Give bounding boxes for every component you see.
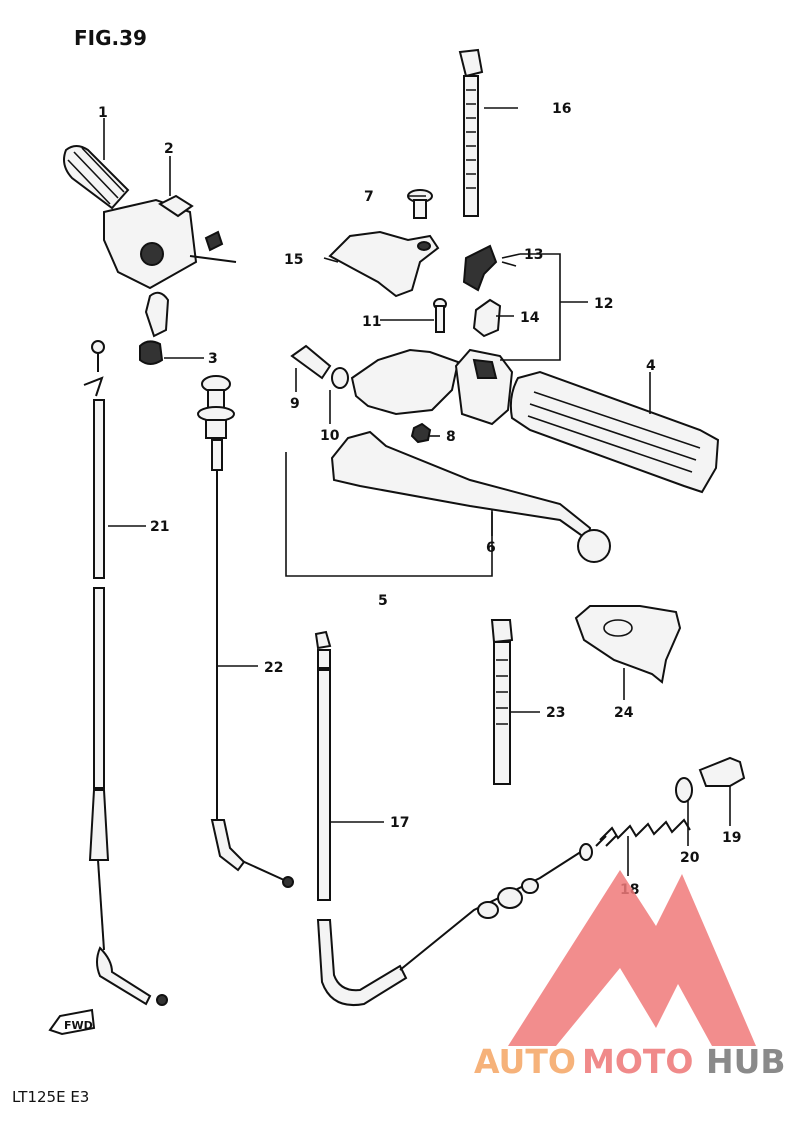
part-6-brake-lever — [330, 430, 611, 563]
part-16-tie-strap — [458, 48, 484, 217]
part-10-nut — [331, 367, 349, 389]
part-22-choke-cable — [197, 375, 294, 888]
part-9-adjuster — [290, 344, 332, 380]
part-20-washer — [675, 777, 693, 803]
callout-8: 8 — [446, 429, 456, 445]
callout-17: 17 — [390, 815, 409, 831]
part-23-tie-strap — [490, 619, 514, 785]
callout-13: 13 — [524, 247, 543, 263]
callout-21: 21 — [150, 519, 169, 535]
part-18-spring — [579, 818, 691, 861]
part-17-cable — [314, 630, 591, 1006]
callout-24: 24 — [614, 705, 634, 721]
watermark-moto: MOTO — [582, 1042, 693, 1081]
part-4-right-grip — [509, 370, 720, 494]
callout-14: 14 — [520, 310, 540, 326]
left-grip-throttle-housing — [63, 145, 237, 290]
callout-12: 12 — [594, 296, 613, 312]
callout-16: 16 — [552, 101, 571, 117]
figure-title: FIG.39 — [74, 26, 147, 50]
callout-5: 5 — [378, 593, 388, 609]
part-14-switch — [472, 298, 502, 338]
leader-lines — [103, 107, 731, 876]
callout-7: 7 — [364, 189, 374, 205]
part-24-cover — [574, 605, 682, 684]
watermark-hub: HUB — [706, 1042, 786, 1081]
part-15-bracket — [328, 230, 440, 298]
callout-1: 1 — [98, 105, 108, 121]
callout-20: 20 — [680, 850, 700, 866]
callout-23: 23 — [546, 705, 565, 721]
callout-6: 6 — [486, 540, 496, 556]
part-7-screw — [407, 189, 433, 219]
part-21-cable — [83, 340, 168, 1006]
callout-2: 2 — [164, 141, 174, 157]
part-8-nut — [410, 422, 432, 444]
part-19-bolt — [698, 756, 746, 787]
part-11-pivot-bolt — [433, 298, 447, 333]
lever-holder — [350, 348, 460, 416]
part-12-switch-housing — [454, 348, 514, 426]
callout-11: 11 — [362, 314, 381, 330]
model-code: LT125E E3 — [12, 1088, 89, 1106]
callout-19: 19 — [722, 830, 741, 846]
callout-3: 3 — [208, 351, 218, 367]
part-3-throttle-lever — [139, 291, 170, 365]
part-13-switch-lever — [462, 244, 517, 292]
forward-arrow-icon: FWD — [48, 1008, 96, 1036]
callout-4: 4 — [646, 358, 656, 374]
watermark-auto: AUTO — [474, 1042, 576, 1081]
callout-10: 10 — [320, 428, 340, 444]
callout-15: 15 — [284, 252, 303, 268]
callout-9: 9 — [290, 396, 300, 412]
fwd-label: FWD — [64, 1019, 93, 1032]
callout-22: 22 — [264, 660, 283, 676]
watermark-logo-icon — [508, 870, 756, 1046]
